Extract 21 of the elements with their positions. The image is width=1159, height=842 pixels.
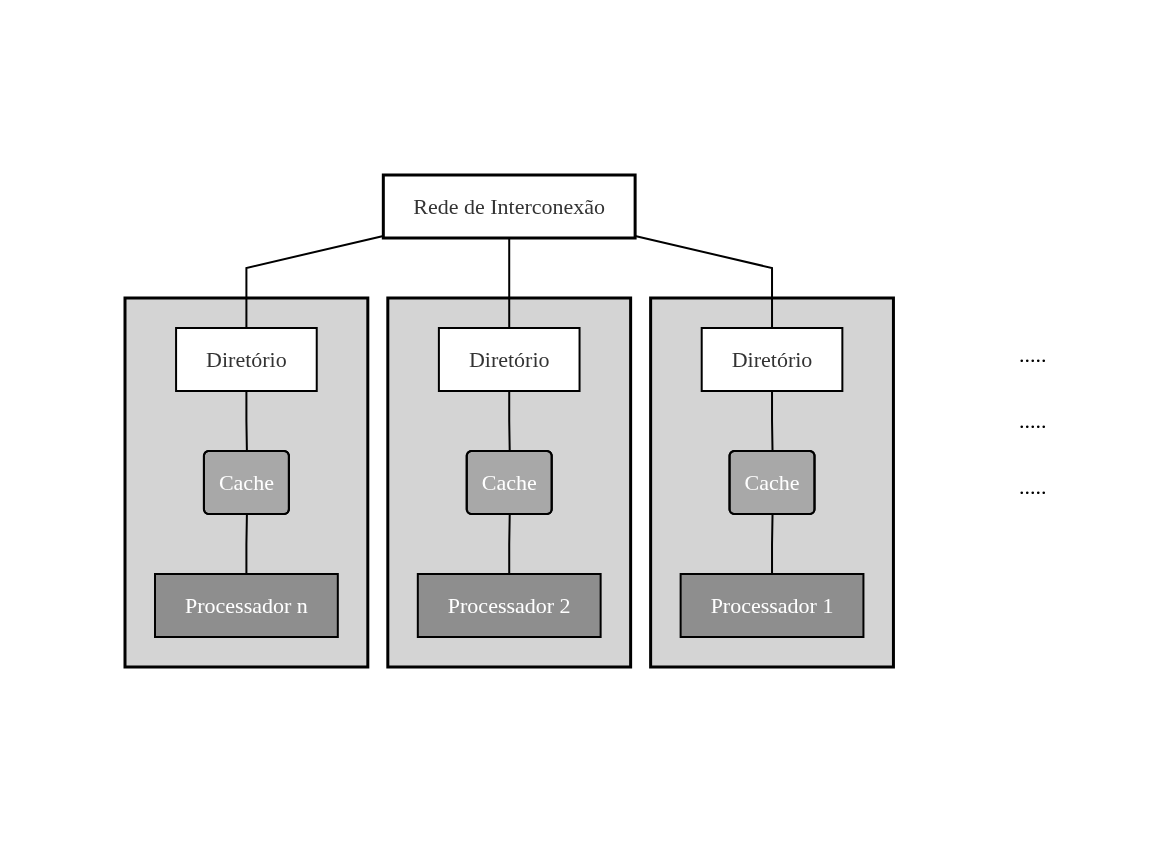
cluster (123, 296, 370, 669)
ellipsis-dots: ..... (1019, 342, 1048, 368)
connector (245, 513, 249, 575)
node-box: Processador 1 (679, 573, 865, 638)
connector (508, 513, 511, 575)
node-box: Diretório (175, 327, 318, 392)
connector (634, 234, 774, 329)
connector (771, 390, 774, 453)
cluster (649, 296, 896, 669)
connector (771, 513, 774, 575)
node-box: Diretório (438, 327, 581, 392)
node-box: Rede de Interconexão (382, 173, 637, 240)
connector (245, 390, 249, 453)
ellipsis-dots: ..... (1019, 474, 1048, 500)
node-box: Processador n (154, 573, 340, 638)
connector (508, 390, 511, 453)
node-box: Diretório (701, 327, 844, 392)
cluster (386, 296, 633, 669)
ellipsis-dots: ..... (1019, 408, 1048, 434)
connector (245, 234, 385, 329)
node-box: Processador 2 (417, 573, 602, 638)
